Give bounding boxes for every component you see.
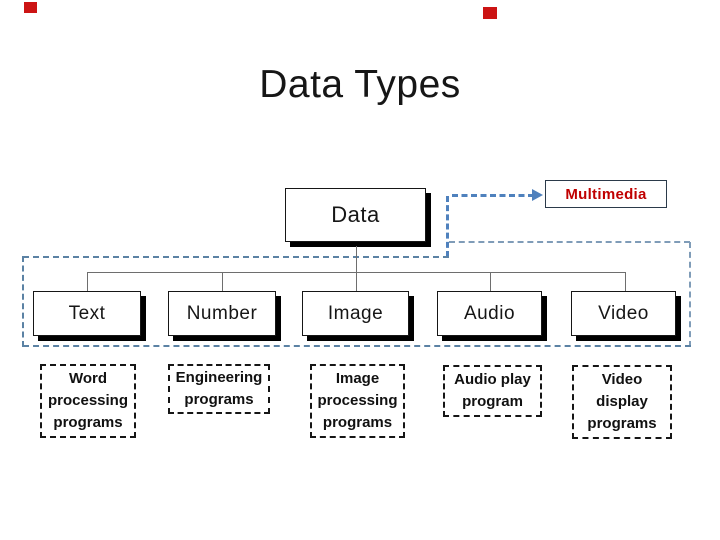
dashed-step-horizontal	[449, 241, 690, 243]
node-image-label: Image	[327, 302, 384, 324]
node-multimedia-label: Multimedia	[565, 185, 647, 203]
dashed-group-rect-left	[22, 256, 24, 347]
node-video-label: Video	[598, 302, 649, 324]
dashed-step-vertical	[689, 242, 691, 347]
dashed-group-rect-top	[23, 256, 449, 258]
connector-horizontal-bar	[87, 272, 625, 273]
program-box-engineering: Engineering programs	[168, 364, 270, 414]
connector-stub-audio	[490, 272, 491, 291]
connector-data-vertical	[356, 246, 357, 291]
connector-multimedia-horizontal	[452, 194, 534, 197]
red-corner-mark-right	[483, 7, 497, 19]
node-audio: Audio	[437, 291, 542, 336]
connector-stub-number	[222, 272, 223, 291]
node-text-label: Text	[68, 302, 106, 324]
slide-title: Data Types	[259, 63, 461, 106]
connector-stub-video	[625, 272, 626, 291]
node-image: Image	[302, 291, 409, 336]
node-multimedia: Multimedia	[545, 180, 667, 208]
node-data-label: Data	[331, 202, 380, 227]
connector-stub-text	[87, 272, 88, 291]
node-text: Text	[33, 291, 141, 336]
program-box-audio-play: Audio play program	[443, 365, 542, 417]
node-number-label: Number	[186, 302, 258, 324]
node-video: Video	[571, 291, 676, 336]
arrow-right-icon	[532, 189, 543, 201]
node-number: Number	[168, 291, 276, 336]
red-corner-mark-left	[24, 2, 37, 13]
connector-multimedia-vertical	[446, 196, 449, 257]
dashed-group-rect-bottom	[23, 345, 691, 347]
node-audio-label: Audio	[463, 302, 516, 324]
node-data: Data	[285, 188, 426, 242]
program-box-video-display: Video display programs	[572, 365, 672, 439]
program-box-image-processing: Image processing programs	[310, 364, 405, 438]
program-box-word-processing: Word processing programs	[40, 364, 136, 438]
